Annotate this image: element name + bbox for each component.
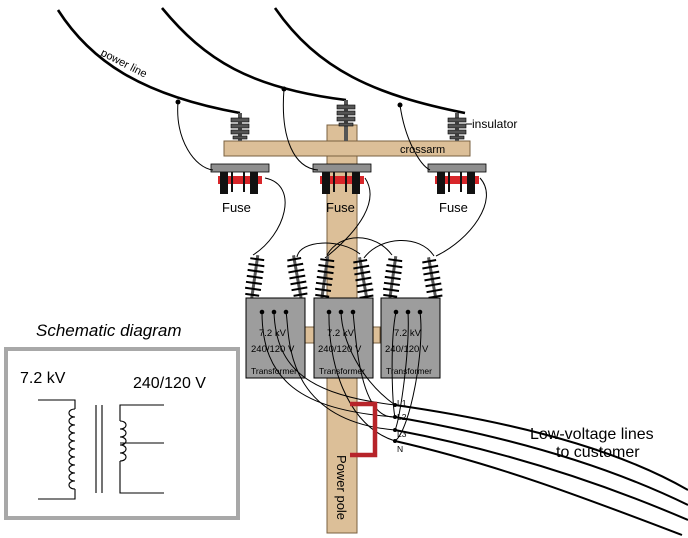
transformer-2: 7.2 kV 240/120 V Transformer: [313, 297, 374, 379]
insulator-1: [230, 113, 250, 141]
terminal-label-l2: L2: [397, 412, 407, 422]
terminal-label-l1: L1: [397, 398, 407, 408]
secondary-wiring: [261, 311, 422, 442]
low-voltage-label-2: to customer: [556, 444, 640, 461]
transformer-1-secondary: 240/120 V: [251, 344, 295, 355]
transformer-2-primary: 7.2 kV: [327, 328, 355, 339]
insulator-2: [336, 100, 356, 141]
transformer-bushings: [244, 254, 443, 303]
transformer-1-name: Transformer: [251, 366, 297, 376]
schematic-primary-voltage: 7.2 kV: [20, 370, 66, 387]
primary-wiring: [177, 88, 487, 259]
fuse-cutout-1: [210, 163, 270, 194]
fuse-cutout-3: [427, 163, 487, 194]
transformer-3: 7.2 kV 240/120 V Transformer: [380, 297, 441, 379]
transformer-2-secondary: 240/120 V: [318, 344, 362, 355]
service-lines: [394, 404, 688, 536]
fuse-label-1: Fuse: [222, 200, 251, 215]
insulator-3: [447, 113, 467, 141]
low-voltage-label-1: Low-voltage lines: [530, 426, 654, 443]
terminal-label-l3: L3: [397, 429, 407, 439]
schematic-box: [4, 347, 240, 520]
insulator-label: insulator: [472, 117, 517, 131]
transformer-1: 7.2 kV 240/120 V Transformer: [245, 297, 306, 379]
fuse-label-3: Fuse: [439, 200, 468, 215]
neutral-strap: [350, 401, 378, 458]
pin-insulators: [230, 100, 467, 141]
power-lines: [56, 7, 466, 115]
schematic-transformer-symbol: [38, 399, 164, 500]
transformer-1-primary: 7.2 kV: [259, 328, 287, 339]
transformer-2-name: Transformer: [319, 366, 365, 376]
fuse-label-2: Fuse: [326, 200, 355, 215]
crossarm-label: crossarm: [400, 144, 445, 156]
power-line-label: power line: [99, 47, 149, 80]
terminal-label-n: N: [397, 444, 403, 454]
schematic-title: Schematic diagram: [36, 321, 182, 340]
power-pole-label: Power pole: [334, 455, 349, 520]
transformer-3-name: Transformer: [386, 366, 432, 376]
schematic-secondary-voltage: 240/120 V: [133, 375, 206, 392]
fuse-cutout-2: [312, 163, 372, 194]
fuse-cutouts: [210, 163, 487, 194]
